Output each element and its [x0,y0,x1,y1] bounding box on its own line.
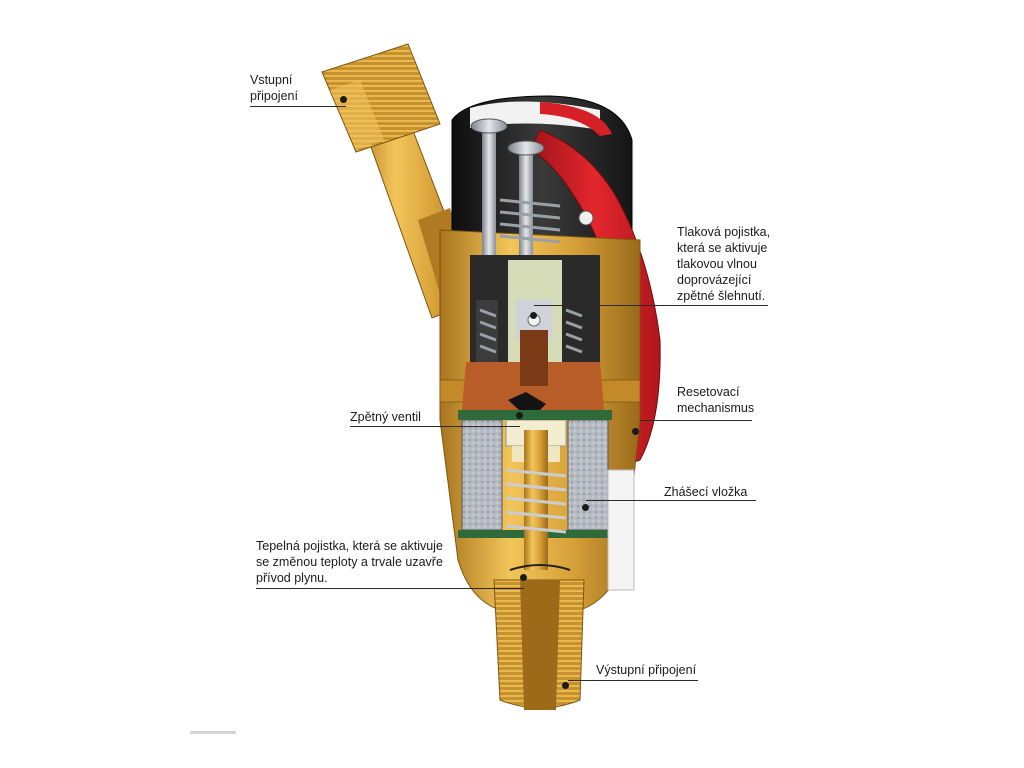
pointer-reset [632,428,639,435]
label-pressure-fuse-line5: zpětné šlehnutí. [677,289,766,303]
leader-thermal-fuse [256,588,524,589]
screws [470,118,545,270]
upper-spring [499,198,561,244]
leader-check-valve [350,426,520,427]
label-inlet-line1: Vstupní [250,73,293,87]
label-pressure-fuse-line4: doprovázející [677,273,752,287]
leader-flame-arrester [586,500,756,501]
label-thermal-fuse-line1: Tepelná pojistka, která se aktivuje [256,539,443,553]
central-stem [505,430,567,570]
label-pressure-fuse: Tlaková pojistka, která se aktivuje tlak… [677,224,770,304]
pointer-flame-arrester [582,504,589,511]
label-inlet-line2: připojení [250,89,298,103]
leader-pressure-fuse [534,305,768,306]
pointer-outlet [562,682,569,689]
label-flame-arrester: Zhášecí vložka [664,485,748,499]
label-thermal-fuse-line3: přívod plynu. [256,571,328,585]
scroll-indicator [190,731,236,734]
leader-reset [640,420,752,421]
label-check-valve: Zpětný ventil [350,410,421,424]
leader-inlet [250,106,346,107]
label-outlet: Výstupní připojení [596,663,697,677]
label-pressure-fuse-line1: Tlaková pojistka, [677,225,771,239]
leader-outlet [568,680,698,681]
label-thermal-fuse: Tepelná pojistka, která se aktivuje se z… [256,538,443,586]
label-reset-line2: mechanismus [677,401,755,415]
pointer-check-valve [516,412,523,419]
outlet-fitting [493,564,585,710]
label-pressure-fuse-line3: tlakovou vlnou [677,257,757,271]
pointer-thermal-fuse [520,574,527,581]
label-inlet: Vstupní připojení [250,72,298,104]
pointer-pressure-fuse [530,312,537,319]
label-pressure-fuse-line2: která se aktivuje [677,241,768,255]
pointer-inlet [340,96,347,103]
label-reset-line1: Resetovací [677,385,740,399]
label-reset: Resetovací mechanismus [677,384,754,416]
copper-section [462,330,604,410]
label-thermal-fuse-line2: se změnou teploty a trvale uzavře [256,555,443,569]
